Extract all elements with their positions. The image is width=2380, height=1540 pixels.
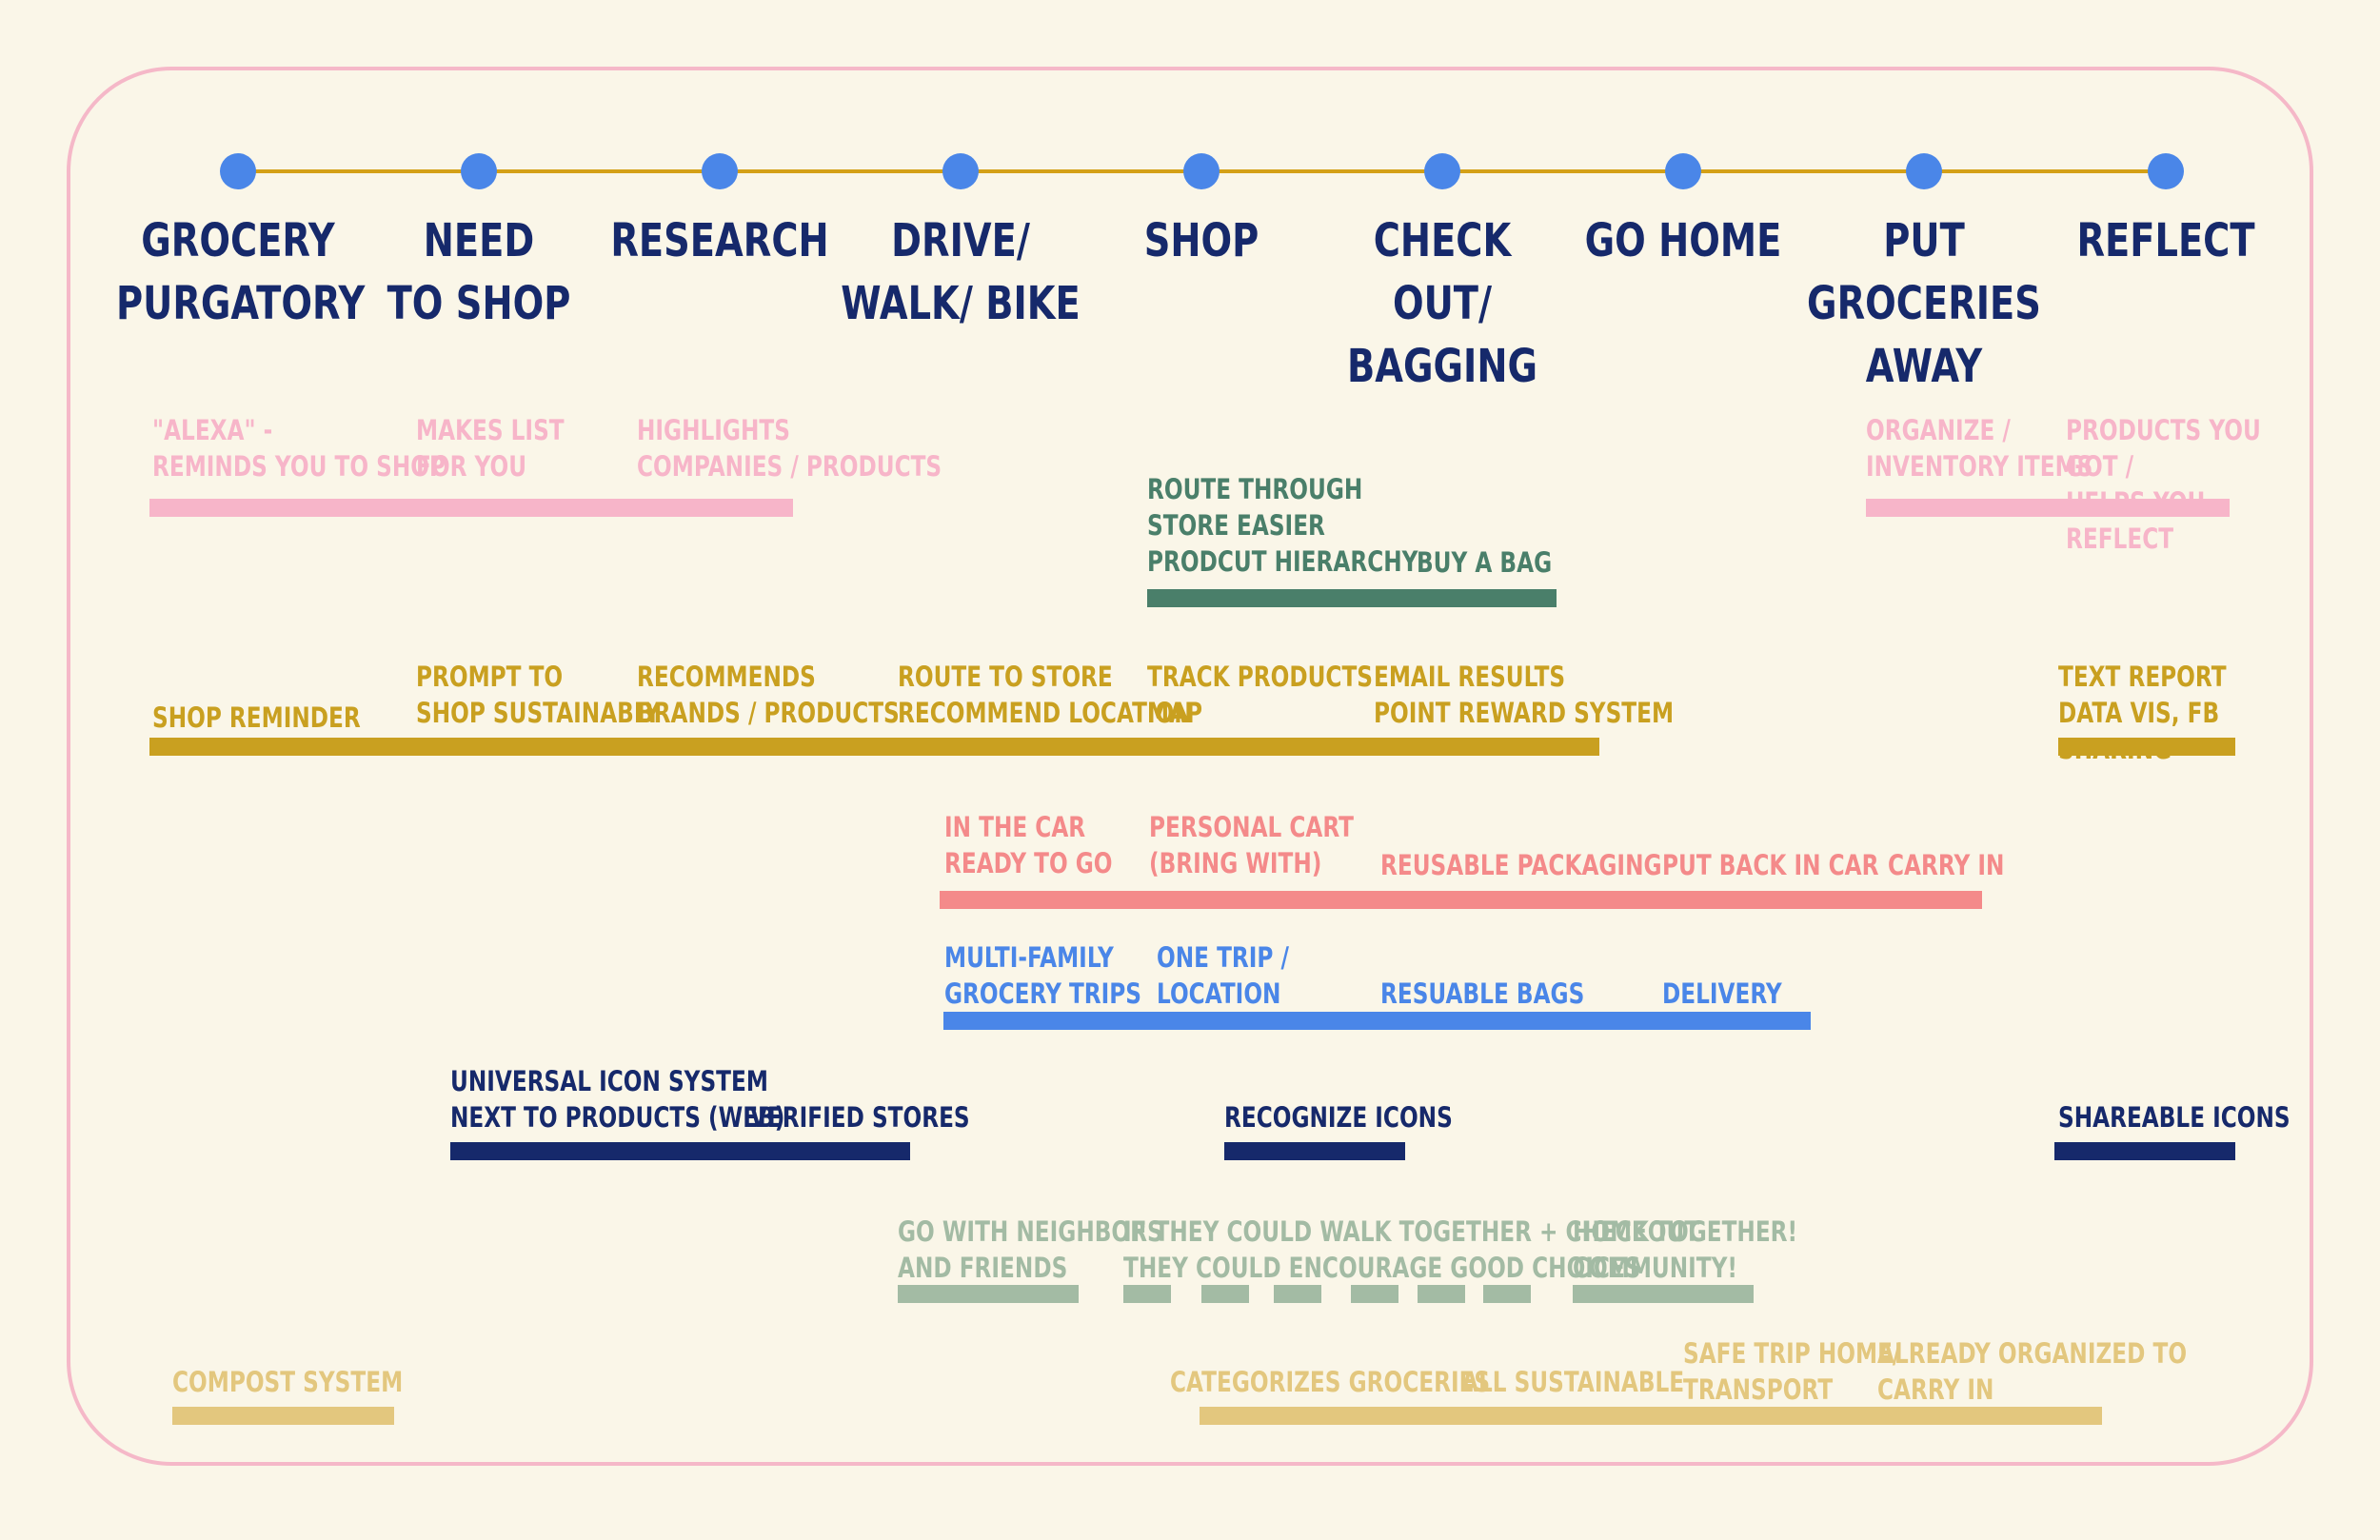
lane-bar [1200, 1407, 2102, 1425]
lane-bar [1418, 1285, 1465, 1303]
lane-label: ROUTE TO STORE RECOMMEND LOCATION [898, 661, 1193, 729]
lane-label: EMAIL RESULTS POINT REWARD SYSTEM [1374, 661, 1675, 729]
stage-label: NEED TO SHOP [387, 214, 571, 330]
lane-label: ORGANIZE / INVENTORY ITEMS [1866, 414, 2093, 483]
lane-bar [149, 738, 1599, 756]
lane-label: HIGHLIGHTS COMPANIES / PRODUCTS [637, 414, 942, 483]
lane-label: TRACK PRODUCTS MAP [1147, 661, 1373, 729]
stage-label: PUT GROCERIES AWAY [1807, 214, 2041, 393]
lane-label: VERIFIED STORES [750, 1101, 970, 1134]
lane-label: CARRY IN [1888, 849, 2005, 881]
stage-dot [1424, 153, 1460, 189]
stage-dot [1183, 153, 1220, 189]
lane-label: ALL SUSTAINABLE [1461, 1366, 1685, 1398]
stage-label: GO HOME [1584, 214, 1782, 267]
lane-bar [1274, 1285, 1321, 1303]
stage-dot [942, 153, 979, 189]
lane-bar [172, 1407, 394, 1425]
lane-label: PRODUCTS YOU GOT / HELPS YOU REFLECT [2066, 414, 2261, 555]
lane-label: SHOP REMINDER [152, 701, 361, 734]
lane-label: IF THEY COULD WALK TOGETHER + CHECKOUT T… [1123, 1215, 1700, 1284]
lane-label: ROUTE THROUGH STORE EASIER PRODCUT HIERA… [1147, 473, 1418, 578]
lane-label: PROMPT TO SHOP SUSTAINABLY [416, 661, 661, 729]
lane-bar [898, 1285, 1079, 1303]
lane-bar [1866, 499, 2230, 517]
lane-bar [2058, 738, 2235, 756]
lane-label: DELIVERY [1662, 977, 1782, 1010]
lane-label: RESUABLE BAGS [1380, 977, 1585, 1010]
lane-bar [450, 1142, 910, 1160]
journey-frame [67, 67, 2313, 1466]
lane-label: ALREADY ORGANIZED TO CARRY IN [1877, 1337, 2188, 1406]
lane-label: MULTI-FAMILY GROCERY TRIPS [944, 941, 1142, 1010]
stage-label: REFLECT [2076, 214, 2255, 267]
lane-label: MAKES LIST FOR YOU [416, 414, 565, 483]
lane-label: UNIVERSAL ICON SYSTEM NEXT TO PRODUCTS (… [450, 1065, 785, 1134]
lane-label: PUT BACK IN CAR [1662, 849, 1879, 881]
lane-label: IN THE CAR READY TO GO [944, 811, 1113, 879]
lane-bar [940, 891, 1982, 909]
lane-label: BUY A BAG [1417, 546, 1553, 579]
stage-label: RESEARCH [610, 214, 829, 267]
stage-label: CHECK OUT/ BAGGING [1347, 214, 1537, 393]
lane-bar [2054, 1142, 2235, 1160]
lane-label: HOME TOGETHER! COMMUNITY! [1573, 1215, 1798, 1284]
lane-bar [1351, 1285, 1398, 1303]
lane-label: CATEGORIZES GROCERIES [1170, 1366, 1491, 1398]
lane-bar [1147, 589, 1557, 607]
stage-label: GROCERY PURGATORY [116, 214, 366, 330]
stage-dot [1906, 153, 1942, 189]
lane-label: RECOMMENDS BRANDS / PRODUCTS [637, 661, 900, 729]
lane-label: GO WITH NEIGHBORS AND FRIENDS [898, 1215, 1163, 1284]
lane-bar [1123, 1285, 1171, 1303]
lane-bar [1224, 1142, 1405, 1160]
lane-label: ONE TRIP / LOCATION [1157, 941, 1289, 1010]
lane-bar [1573, 1285, 1754, 1303]
stage-dot [461, 153, 497, 189]
lane-label: RECOGNIZE ICONS [1224, 1101, 1453, 1134]
lane-bar [1201, 1285, 1249, 1303]
stage-label: DRIVE/ WALK/ BIKE [841, 214, 1081, 330]
stage-dot [702, 153, 738, 189]
lane-label: SAFE TRIP HOME/ TRANSPORT [1683, 1337, 1901, 1406]
stage-dot [220, 153, 256, 189]
lane-label: COMPOST SYSTEM [172, 1366, 404, 1398]
stage-dot [1665, 153, 1701, 189]
lane-label: REUSABLE PACKAGING [1380, 849, 1662, 881]
lane-label: "ALEXA" - REMINDS YOU TO SHOP [152, 414, 446, 483]
lane-bar [943, 1012, 1811, 1030]
lane-label: SHAREABLE ICONS [2058, 1101, 2291, 1134]
lane-bar [1483, 1285, 1531, 1303]
lane-bar [149, 499, 793, 517]
stage-label: SHOP [1143, 214, 1259, 267]
lane-label: PERSONAL CART (BRING WITH) [1149, 811, 1355, 879]
stage-dot [2148, 153, 2184, 189]
